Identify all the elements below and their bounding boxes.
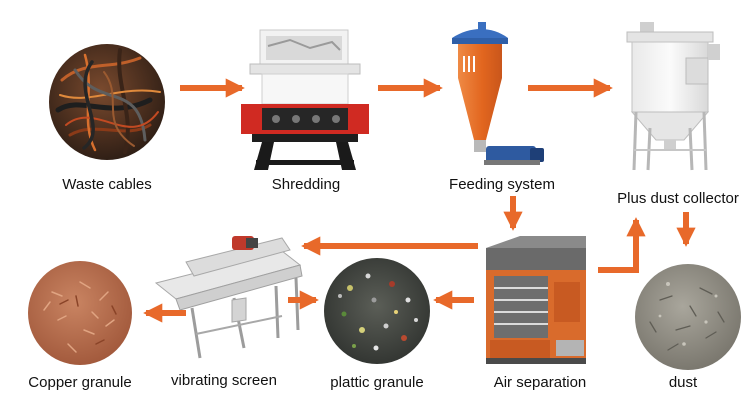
label-dust: dust [669,374,697,391]
arrow-air-separation-to-dust-collector [598,220,636,270]
label-feeding-system: Feeding system [449,176,555,193]
label-copper-granule: Copper granule [28,374,131,391]
air-separation-image [486,236,586,364]
dust-image [635,264,741,370]
label-waste-cables: Waste cables [62,176,151,193]
label-vibrating-screen: vibrating screen [171,372,277,389]
vibrating-screen-image [156,236,302,358]
label-air-separation: Air separation [494,374,587,391]
plastic-granule-image [324,258,430,364]
label-shredding: Shredding [272,176,340,193]
waste-cables-image [49,44,165,160]
shredder-machine-image [241,30,369,170]
label-plus-dust-collector: Plus dust collector [617,190,739,207]
dust-collector-image [627,22,720,170]
label-plastic-granule: plattic granule [330,374,423,391]
feeding-system-image [452,22,544,165]
copper-granule-image [28,261,132,365]
